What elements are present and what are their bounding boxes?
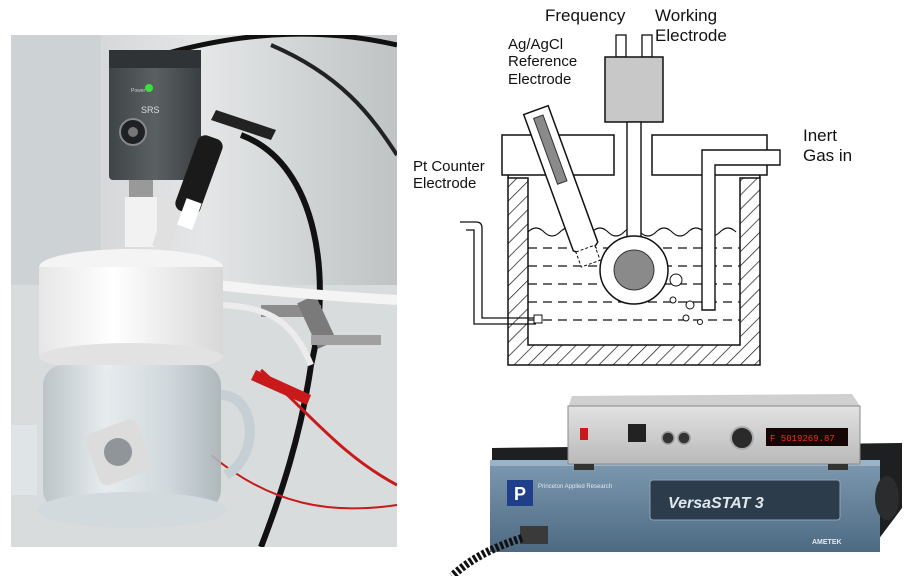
working-electrode-pin	[641, 34, 653, 58]
schematic-drawing	[460, 34, 781, 366]
working-electrode-disk	[613, 249, 655, 291]
apparatus-photo-drawing: Power SRS	[11, 35, 397, 547]
frequency-label: Frequency	[545, 6, 626, 25]
svg-text:P: P	[514, 484, 526, 504]
coiled-cable	[449, 534, 524, 576]
inert-gas-label: Inert Gas in	[803, 126, 853, 165]
model-label: VersaSTAT 3	[668, 495, 764, 512]
brand-name-label: Princeton Applied Research	[538, 484, 612, 490]
counter-electrode-wire	[460, 221, 536, 319]
working-electrode-label: Working Electrode	[655, 6, 727, 45]
sensor-brand-label: SRS	[141, 105, 160, 115]
brand-logo-icon	[507, 480, 533, 506]
potentiostat-photo: P Princeton Applied Research VersaSTAT 3…	[432, 388, 912, 576]
pt-counter-tip	[533, 314, 543, 324]
electrochemical-cell-schematic	[440, 0, 912, 385]
apparatus-photo: Power SRS	[11, 35, 397, 547]
red-clip-icon	[251, 370, 311, 405]
electrode-motor-head	[604, 56, 664, 123]
frequency-display	[766, 428, 848, 446]
reference-electrode	[522, 104, 601, 268]
electrode-shaft	[626, 121, 642, 241]
frequency-pin	[615, 34, 627, 58]
hatched-vessel-wall	[507, 177, 761, 366]
power-led-icon	[145, 84, 153, 92]
reference-electrode-label: Ag/AgCl Reference Electrode	[508, 36, 578, 88]
display-value: F 5019269.87	[770, 434, 835, 444]
srs-sensor-box	[109, 50, 201, 180]
adjust-knob-icon	[730, 426, 754, 450]
cell-cap	[39, 267, 223, 357]
sensor-led-label: Power	[131, 88, 146, 94]
alligator-clip-icon	[211, 110, 276, 140]
maker-label: AMETEK	[812, 539, 842, 546]
gas-inlet-tube	[701, 149, 781, 311]
potentiostat-drawing: P Princeton Applied Research VersaSTAT 3…	[449, 394, 902, 576]
power-switch-icon	[580, 428, 588, 440]
counter-electrode-label: Pt Counter Electrode	[413, 158, 485, 193]
